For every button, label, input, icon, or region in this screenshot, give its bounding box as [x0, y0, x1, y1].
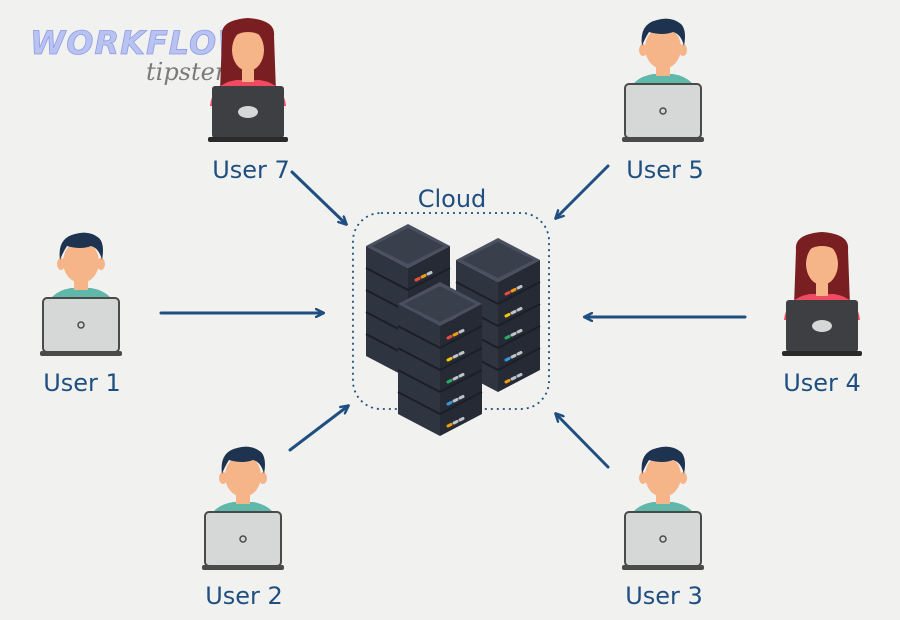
- cloud-label: Cloud: [418, 185, 487, 213]
- user-3-avatar-icon: [621, 445, 705, 571]
- arrow-user2: [288, 406, 348, 452]
- user-2-node: User 2: [201, 445, 285, 610]
- server-cluster-icon: [364, 222, 542, 438]
- cloud-node: Cloud: [352, 185, 550, 438]
- user-7-node: User 7: [208, 18, 290, 184]
- arrow-user7: [290, 170, 346, 224]
- user-1-label: User 1: [43, 369, 121, 397]
- user-4-avatar-icon: [782, 232, 862, 356]
- user-4-node: User 4: [782, 232, 862, 397]
- user-5-avatar-icon: [621, 17, 705, 144]
- user-4-label: User 4: [783, 369, 861, 397]
- user-1-avatar-icon: [39, 231, 123, 357]
- logo-main-text: WORKFLOW: [30, 24, 254, 62]
- workflow-tipster-logo: WORKFLOW tipster: [30, 24, 254, 86]
- user-2-avatar-icon: [201, 445, 285, 571]
- user-1-node: User 1: [39, 231, 123, 397]
- connection-arrows: [159, 164, 747, 469]
- arrow-user3: [556, 414, 610, 469]
- arrow-user5: [556, 164, 610, 218]
- user-3-node: User 3: [621, 445, 705, 610]
- user-7-label: User 7: [212, 156, 290, 184]
- user-3-label: User 3: [625, 582, 703, 610]
- user-2-label: User 2: [205, 582, 283, 610]
- user-5-node: User 5: [621, 17, 705, 184]
- cloud-boundary: [352, 212, 550, 410]
- user-5-label: User 5: [626, 156, 704, 184]
- logo-sub-text: tipster: [146, 58, 228, 86]
